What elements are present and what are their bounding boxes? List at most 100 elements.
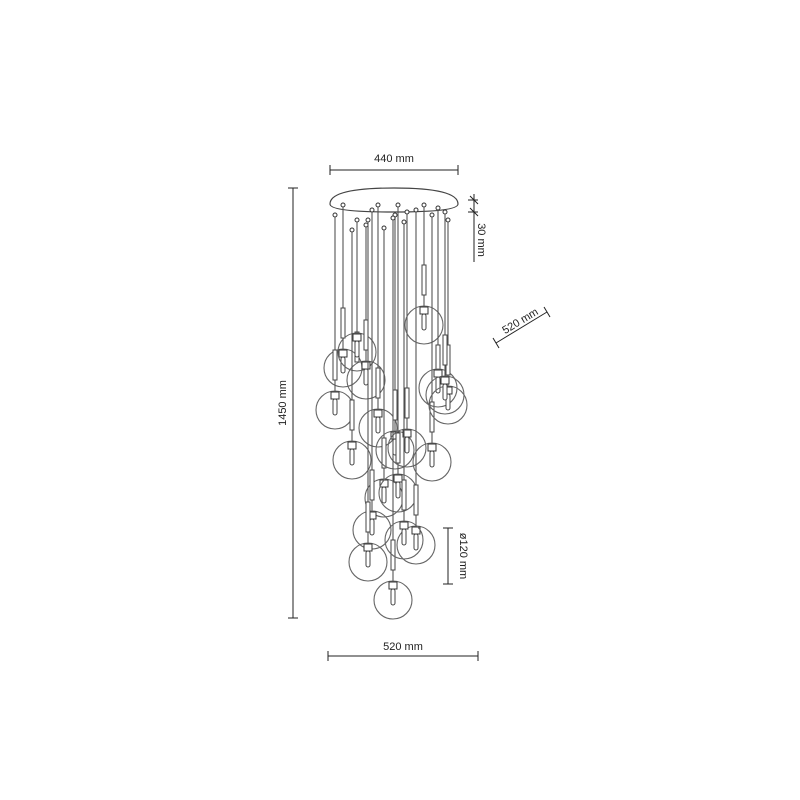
rod xyxy=(349,399,355,431)
bulb xyxy=(395,481,401,499)
glass-globe xyxy=(375,430,415,470)
bulb xyxy=(349,448,355,466)
total-height-label: 1450 mm xyxy=(277,380,289,426)
pendant-20 xyxy=(425,209,465,415)
lamp-socket xyxy=(352,333,362,342)
bulb xyxy=(442,383,448,401)
pendant-13 xyxy=(404,202,444,345)
ceiling-hook xyxy=(435,205,441,211)
rod xyxy=(442,334,448,366)
ceiling-hook xyxy=(365,217,371,223)
ceiling-hook xyxy=(390,215,396,221)
rod xyxy=(401,479,407,511)
glass-globe xyxy=(337,332,377,372)
ceiling-hook xyxy=(421,202,427,208)
canopy-height-dimension: 30 mm xyxy=(468,194,487,262)
rod xyxy=(392,389,398,421)
pendant-1 xyxy=(323,202,363,388)
glass-globe xyxy=(387,428,427,468)
ceiling-hook xyxy=(401,219,407,225)
total-height-dimension: 1450 mm xyxy=(277,187,298,619)
lamp-socket xyxy=(373,409,383,418)
pendant-19 xyxy=(384,219,424,560)
pendant-2 xyxy=(337,217,377,372)
rod xyxy=(363,319,369,351)
ceiling-hook xyxy=(404,209,410,215)
bottom-width-dimension: 520 mm xyxy=(327,641,479,661)
glass-globe xyxy=(412,442,452,482)
rod xyxy=(365,501,371,533)
bulb xyxy=(401,528,407,546)
bulb xyxy=(363,368,369,386)
glass-globe xyxy=(348,542,388,582)
pendant-16 xyxy=(428,217,468,425)
pendant-7 xyxy=(364,225,404,518)
lamp-socket xyxy=(399,521,409,530)
ceiling-hook xyxy=(375,202,381,208)
ceiling-hook xyxy=(363,222,369,228)
rod xyxy=(369,469,375,501)
ceiling-hook xyxy=(369,207,375,213)
lamp-socket xyxy=(363,543,373,552)
glass-globe xyxy=(358,408,398,448)
ceiling-hook xyxy=(442,209,448,215)
ceiling-hook xyxy=(381,225,387,231)
bulb xyxy=(390,588,396,606)
bulb xyxy=(404,436,410,454)
rod xyxy=(332,349,338,381)
pendant-3 xyxy=(315,212,355,430)
ceiling-hook xyxy=(340,202,346,208)
lamp-socket xyxy=(393,474,403,483)
pendant-4 xyxy=(346,222,386,400)
ceiling-hook xyxy=(349,227,355,233)
lamp-socket xyxy=(427,443,437,452)
ceiling-hook xyxy=(332,212,338,218)
rod xyxy=(421,264,427,296)
canopy-width-label: 440 mm xyxy=(374,153,414,165)
lamp-socket xyxy=(419,306,429,315)
bulb xyxy=(381,486,387,504)
pendant-11 xyxy=(387,209,427,468)
glass-globe xyxy=(425,375,465,415)
pendant-5 xyxy=(332,227,372,480)
bulb xyxy=(369,518,375,536)
glass-globe xyxy=(373,580,413,620)
bulb xyxy=(365,550,371,568)
ceiling-hook xyxy=(395,202,401,208)
glass-globe xyxy=(332,440,372,480)
glass-globe xyxy=(404,305,444,345)
bulb xyxy=(332,398,338,416)
lamp-socket xyxy=(388,581,398,590)
ceiling-hook xyxy=(354,217,360,223)
glass-globe xyxy=(396,525,436,565)
lamp-socket xyxy=(338,349,348,358)
canopy-width-dimension: 440 mm xyxy=(329,153,459,175)
pendant-12 xyxy=(396,207,436,565)
bulb xyxy=(421,313,427,331)
globe-diameter-label: ø120 mm xyxy=(457,533,469,579)
ceiling-hook xyxy=(413,207,419,213)
lamp-socket xyxy=(440,376,450,385)
rod xyxy=(340,307,346,339)
canopy-height-label: 30 mm xyxy=(475,223,487,257)
diagonal-label: 520 mm xyxy=(500,306,540,337)
bulb xyxy=(375,416,381,434)
rod xyxy=(413,484,419,516)
lamp-socket xyxy=(361,361,371,370)
lamp-socket xyxy=(330,391,340,400)
lamp-socket xyxy=(347,441,357,450)
bulb xyxy=(429,450,435,468)
ceiling-hook xyxy=(445,217,451,223)
globe-diameter-dimension: ø120 mm xyxy=(443,527,469,585)
pendant-17 xyxy=(348,217,388,582)
diagonal-dimension: 520 mm xyxy=(492,306,551,349)
rod xyxy=(395,432,401,464)
pendant-lights xyxy=(315,202,468,620)
pendant-6 xyxy=(358,202,398,448)
bulb xyxy=(435,376,441,394)
glass-globe xyxy=(384,520,424,560)
rod xyxy=(375,367,381,399)
bulb xyxy=(413,533,419,551)
